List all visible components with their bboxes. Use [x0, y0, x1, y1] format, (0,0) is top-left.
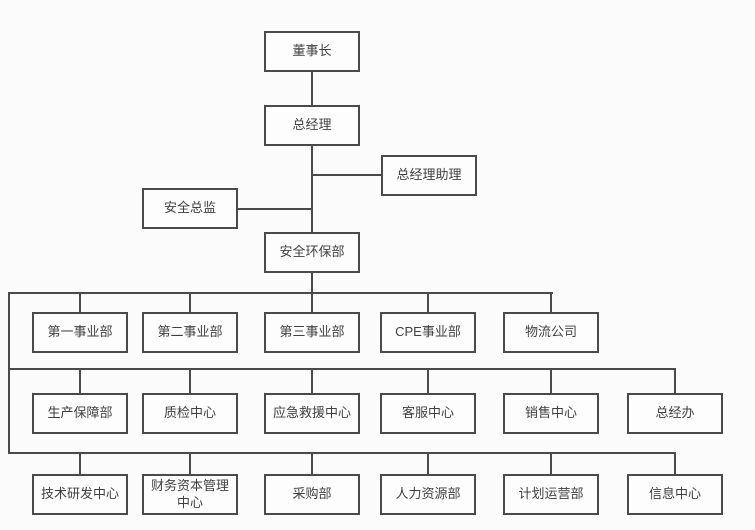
connector-line [311, 72, 313, 105]
connector-line [427, 369, 429, 393]
connector-line [674, 453, 676, 474]
org-node-logistics-company: 物流公司 [503, 312, 599, 353]
connector-line [550, 453, 552, 474]
org-node-procurement: 采购部 [264, 474, 360, 515]
connector-line [189, 453, 191, 474]
org-node-emergency-rescue: 应急救援中心 [264, 393, 360, 434]
org-node-cpe-business-unit: CPE事业部 [380, 312, 476, 353]
connector-line [8, 452, 676, 454]
connector-line [189, 369, 191, 393]
connector-line [8, 292, 553, 294]
connector-line [674, 369, 676, 393]
connector-line [550, 369, 552, 393]
org-node-safety-env-dept: 安全环保部 [264, 232, 360, 273]
connector-line [311, 293, 313, 312]
connector-line [238, 208, 311, 210]
org-node-sales-center: 销售中心 [503, 393, 599, 434]
connector-line [311, 273, 313, 293]
connector-line [427, 453, 429, 474]
connector-line [311, 174, 381, 176]
org-node-human-resources: 人力资源部 [380, 474, 476, 515]
connector-line [311, 369, 313, 393]
org-node-gm-office: 总经办 [627, 393, 723, 434]
org-node-quality-inspection: 质检中心 [142, 393, 238, 434]
org-node-business-unit-1: 第一事业部 [32, 312, 128, 353]
connector-line [79, 369, 81, 393]
org-node-finance-capital: 财务资本管理中心 [142, 474, 238, 515]
org-node-general-manager: 总经理 [264, 105, 360, 146]
connector-line [427, 293, 429, 312]
org-node-production-support: 生产保障部 [32, 393, 128, 434]
connector-line [79, 453, 81, 474]
org-node-safety-director: 安全总监 [142, 188, 238, 229]
org-node-tech-rnd: 技术研发中心 [32, 474, 128, 515]
connector-line [311, 453, 313, 474]
connector-line [189, 293, 191, 312]
connector-line [8, 292, 10, 454]
org-node-chairman: 董事长 [264, 31, 360, 72]
connector-line [79, 293, 81, 312]
org-node-business-unit-3: 第三事业部 [264, 312, 360, 353]
org-node-gm-assistant: 总经理助理 [381, 155, 477, 196]
org-node-customer-service: 客服中心 [380, 393, 476, 434]
org-node-information-center: 信息中心 [627, 474, 723, 515]
connector-line [311, 146, 313, 232]
org-node-business-unit-2: 第二事业部 [142, 312, 238, 353]
org-node-planning-operations: 计划运营部 [503, 474, 599, 515]
connector-line [8, 368, 676, 370]
connector-line [550, 293, 552, 312]
